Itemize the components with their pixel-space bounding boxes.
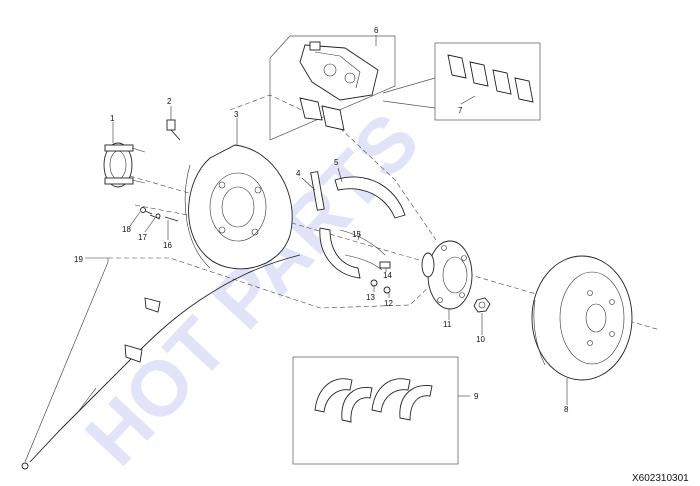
callout-1: 1: [110, 114, 115, 123]
shoe-kit-frame: [292, 356, 459, 465]
part-1-adapter: [103, 142, 146, 188]
part-9-shoe-kit: [314, 378, 433, 423]
part-7-pad-kit: [447, 54, 534, 103]
callout-14: 14: [383, 271, 392, 280]
drawing-code: X602310301: [632, 473, 689, 484]
callout-17: 17: [138, 233, 147, 242]
callout-labels: 1 2 3 4 5 6 7 8 9 10 11 12 13 14 15 16 1…: [74, 26, 569, 414]
callout-8: 8: [564, 405, 569, 414]
callout-leaders: [85, 35, 568, 405]
cable-leader: [24, 258, 109, 463]
callout-10: 10: [476, 335, 485, 344]
callout-16: 16: [163, 241, 172, 250]
callout-13: 13: [366, 293, 375, 302]
callout-18: 18: [122, 225, 131, 234]
part-3-backing-plate: [184, 144, 293, 270]
caliper-frame: [269, 35, 396, 141]
callout-4: 4: [296, 169, 301, 178]
part-5-brake-shoes: [319, 176, 406, 279]
part-10-nut: [473, 297, 491, 313]
callout-9: 9: [474, 392, 479, 401]
callout-3: 3: [234, 110, 239, 119]
parts-12-14-adjuster: [370, 261, 391, 294]
assembly-boundary-bottom: [108, 257, 437, 309]
pad-leader-top: [382, 77, 436, 94]
part-19-cable: [21, 254, 301, 470]
part-11-hub: [421, 240, 473, 310]
callout-12: 12: [384, 299, 393, 308]
parts-16-18-fasteners: [140, 207, 179, 222]
callout-2: 2: [167, 97, 172, 106]
part-2-bolt: [166, 119, 181, 141]
part-8-rotor: [531, 255, 633, 381]
callout-7: 7: [458, 106, 463, 115]
callout-19: 19: [74, 255, 83, 264]
part-4-strut: [310, 171, 325, 211]
callout-11: 11: [443, 320, 452, 329]
caliper-pads-preview: [299, 97, 345, 131]
pad-kit-frame: [434, 42, 541, 121]
callout-5: 5: [334, 158, 339, 167]
callout-6: 6: [374, 26, 379, 35]
callout-15: 15: [352, 230, 361, 239]
pad-leader-bottom: [382, 100, 436, 109]
part-6-caliper: [299, 41, 379, 101]
